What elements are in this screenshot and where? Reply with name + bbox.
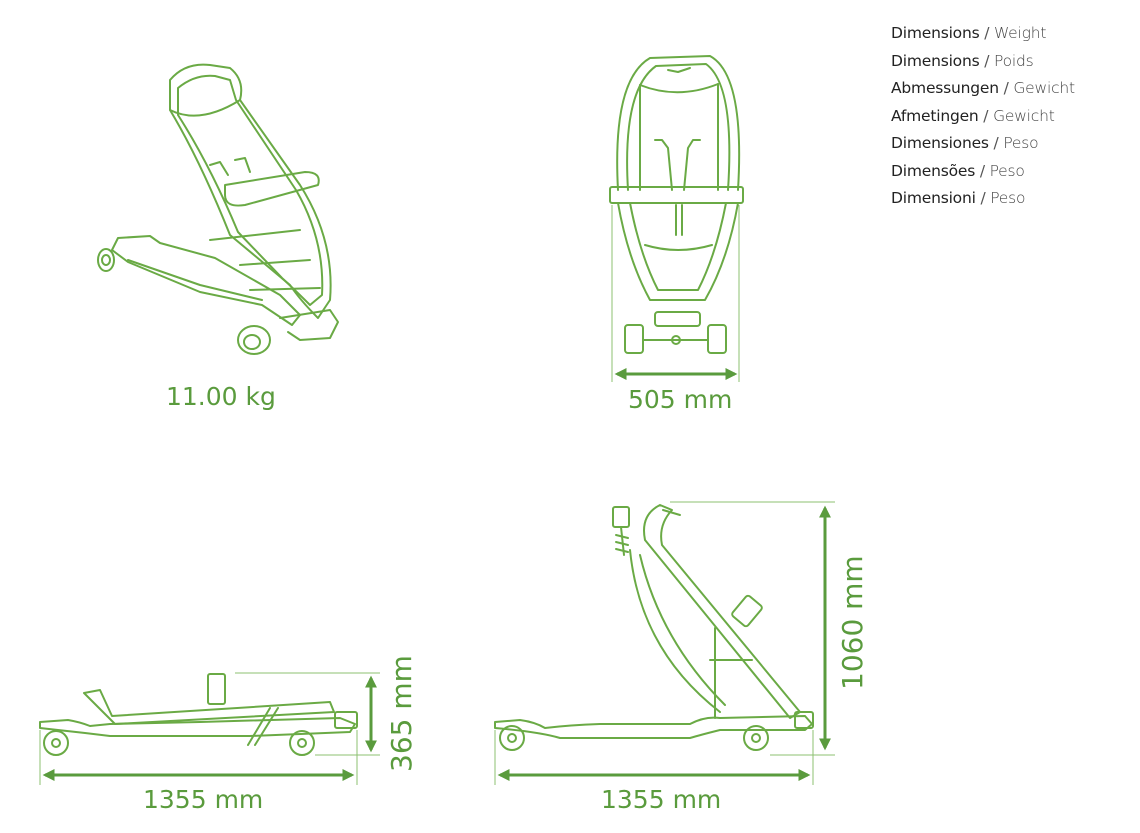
legend-secondary: Poids <box>993 51 1034 70</box>
perspective-stroller-drawing <box>97 63 339 355</box>
legend-primary: Afmetingen <box>891 106 979 125</box>
legend-secondary: Peso <box>989 161 1025 180</box>
legend-row-fr: Dimensions / Poids <box>891 48 1075 76</box>
front-width-label: 505 mm <box>628 385 733 414</box>
legend-separator: / <box>983 106 989 125</box>
folded-length-label: 1355 mm <box>143 785 264 814</box>
legend-primary: Dimensions <box>891 24 980 42</box>
legend-secondary: Peso <box>1003 134 1039 152</box>
legend-separator: / <box>979 161 985 180</box>
legend-row-pt: Dimensões / Peso <box>891 158 1075 186</box>
unfolded-length-label: 1355 mm <box>601 785 722 814</box>
weight-label: 11.00 kg <box>166 382 276 411</box>
legend-separator: / <box>984 51 990 70</box>
legend-secondary: Weight <box>993 24 1047 42</box>
front-width-dimension <box>611 205 740 382</box>
folded-side-dimensions <box>39 672 380 785</box>
legend-row-it: Dimensioni / Peso <box>891 185 1075 213</box>
legend-row-es: Dimensiones / Peso <box>891 130 1075 158</box>
legend-row-en: Dimensions / Weight <box>891 20 1075 48</box>
legend-primary: Dimensiones <box>891 134 989 152</box>
legend-row-de: Abmessungen / Gewicht <box>891 75 1075 103</box>
legend-separator: / <box>984 24 990 42</box>
legend-secondary: Gewicht <box>993 106 1055 125</box>
legend-separator: / <box>1003 79 1009 97</box>
legend-primary: Dimensioni <box>891 189 976 207</box>
legend-secondary: Peso <box>990 189 1026 207</box>
legend-row-nl: Afmetingen / Gewicht <box>891 103 1075 131</box>
legend-primary: Dimensões <box>891 161 976 180</box>
legend-separator: / <box>980 189 986 207</box>
legend-primary: Abmessungen <box>891 79 999 97</box>
unfolded-height-label: 1060 mm <box>836 555 869 690</box>
unfolded-side-stroller-drawing <box>494 504 814 751</box>
folded-height-label: 365 mm <box>385 655 418 772</box>
legend-secondary: Gewicht <box>1013 79 1075 97</box>
front-stroller-drawing <box>609 55 744 354</box>
legend-separator: / <box>993 134 999 152</box>
legend-primary: Dimensions <box>891 51 980 70</box>
unfolded-side-dimensions <box>494 501 835 785</box>
dimensions-weight-legend: Dimensions / Weight Dimensions / Poids A… <box>891 20 1075 213</box>
folded-side-stroller-drawing <box>39 673 358 756</box>
